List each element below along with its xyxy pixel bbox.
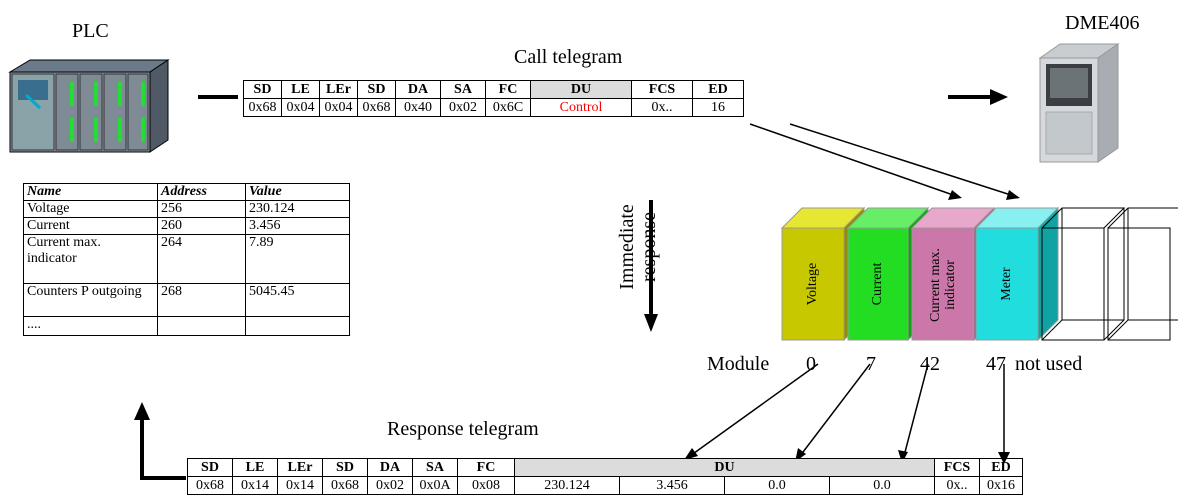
call-header-sd: SD	[243, 80, 282, 99]
resp-header-sd: SD	[187, 458, 233, 477]
value-table-header-address: Address	[157, 183, 246, 201]
resp-value-da: 0x02	[367, 476, 413, 495]
resp-header-fc: FC	[457, 458, 515, 477]
row-value	[245, 316, 350, 336]
resp-value-ed: 0x16	[979, 476, 1023, 495]
call-header-du: DU	[530, 80, 632, 99]
call-header-ler: LEr	[319, 80, 358, 99]
call-header-le: LE	[281, 80, 320, 99]
call-value-sd: 0x68	[243, 98, 282, 117]
row-name: ....	[23, 316, 158, 336]
control-to-module-arrow-2	[789, 123, 1015, 197]
device-label: DME406	[1065, 12, 1140, 34]
value-table-header-value: Value	[245, 183, 350, 201]
module-number-current-max: 42	[920, 353, 940, 375]
call-telegram-table: SD LE LEr SD DA SA FC DU FCS ED 0x68 0x0…	[243, 80, 744, 117]
table-row: Current 260 3.456	[23, 217, 350, 235]
call-value-sa: 0x02	[440, 98, 486, 117]
row-value: 5045.45	[245, 283, 350, 317]
resp-header-le: LE	[232, 458, 278, 477]
row-name: Counters P outgoing	[23, 283, 158, 317]
module-number-voltage: 0	[806, 353, 816, 375]
row-address: 256	[157, 200, 246, 218]
row-value: 230.124	[245, 200, 350, 218]
response-telegram-label: Response telegram	[387, 418, 539, 440]
table-row: Voltage 256 230.124	[23, 200, 350, 218]
row-value: 3.456	[245, 217, 350, 235]
row-address	[157, 316, 246, 336]
module-label-meter: Meter	[999, 267, 1014, 301]
resp-value-fc: 0x08	[457, 476, 515, 495]
call-header-fc: FC	[485, 80, 531, 99]
call-telegram-label: Call telegram	[514, 46, 623, 68]
module-42-arrow	[903, 363, 929, 457]
response-telegram-table: SD LE LEr SD DA SA FC DU FCS ED 0x68 0x1…	[187, 458, 1023, 495]
module-7-arrow	[799, 363, 871, 457]
module-0-arrow	[689, 363, 819, 457]
resp-value-du-current-max: 0.0	[724, 476, 830, 495]
call-value-fc: 0x6C	[485, 98, 531, 117]
not-used-label: not used	[1015, 353, 1083, 375]
module-label-current: Current	[870, 262, 885, 306]
row-address: 264	[157, 234, 246, 284]
resp-value-fcs: 0x..	[934, 476, 980, 495]
resp-value-du-current: 3.456	[619, 476, 725, 495]
row-name: Current	[23, 217, 158, 235]
module-block-meter	[974, 206, 1060, 342]
resp-value-sd: 0x68	[187, 476, 233, 495]
value-table: Name Address Value Voltage 256 230.124 C…	[23, 183, 350, 336]
call-value-ed: 16	[692, 98, 744, 117]
table-row: Counters P outgoing 268 5045.45	[23, 283, 350, 317]
table-row: Current max. indicator 264 7.89	[23, 234, 350, 284]
call-value-ler: 0x04	[319, 98, 358, 117]
row-name: Voltage	[23, 200, 158, 218]
plc-label: PLC	[72, 20, 109, 42]
resp-value-du-meter: 0.0	[829, 476, 935, 495]
value-table-header-name: Name	[23, 183, 158, 201]
row-address: 260	[157, 217, 246, 235]
call-value-le: 0x04	[281, 98, 320, 117]
module-number-current: 7	[866, 353, 876, 375]
call-value-sd2: 0x68	[357, 98, 396, 117]
resp-header-ler: LEr	[277, 458, 323, 477]
resp-header-da: DA	[367, 458, 413, 477]
module-number-meter: 47	[986, 353, 1006, 375]
device-icon	[1038, 43, 1120, 163]
table-row: ....	[23, 316, 350, 336]
call-header-ed: ED	[692, 80, 744, 99]
resp-value-sd2: 0x68	[322, 476, 368, 495]
row-address: 268	[157, 283, 246, 317]
resp-value-sa: 0x0A	[412, 476, 458, 495]
resp-header-fcs: FCS	[934, 458, 980, 477]
resp-header-sd2: SD	[322, 458, 368, 477]
control-to-module-arrow-1	[749, 123, 957, 197]
resp-value-du-voltage: 230.124	[514, 476, 620, 495]
call-header-sd2: SD	[357, 80, 396, 99]
call-header-fcs: FCS	[631, 80, 693, 99]
call-header-da: DA	[395, 80, 441, 99]
call-value-da: 0x40	[395, 98, 441, 117]
module-block-unused	[1041, 207, 1178, 341]
response-to-table-arrow	[140, 418, 186, 480]
resp-value-ler: 0x14	[277, 476, 323, 495]
row-value: 7.89	[245, 234, 350, 284]
module-label-voltage: Voltage	[805, 262, 820, 306]
plc-icon	[8, 59, 170, 153]
resp-header-ed: ED	[979, 458, 1023, 477]
call-value-du: Control	[530, 98, 632, 117]
module-label-current-max: Current max. indicator	[928, 248, 958, 322]
resp-header-du: DU	[514, 458, 935, 477]
row-name: Current max. indicator	[23, 234, 158, 284]
call-header-sa: SA	[440, 80, 486, 99]
module-label: Module	[707, 353, 770, 375]
resp-value-le: 0x14	[232, 476, 278, 495]
resp-header-sa: SA	[412, 458, 458, 477]
call-value-fcs: 0x..	[631, 98, 693, 117]
